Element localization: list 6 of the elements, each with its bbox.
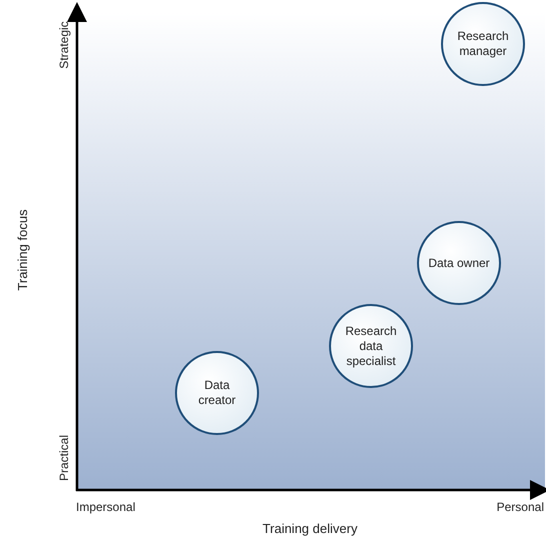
axis-label: Strategic — [57, 20, 71, 71]
axis-label: Practical — [57, 434, 71, 484]
axis-title: Training focus — [15, 208, 31, 293]
axis-label: Impersonal — [76, 500, 136, 514]
axis-label: Personal — [496, 500, 544, 514]
axis-title: Training delivery — [262, 521, 358, 537]
